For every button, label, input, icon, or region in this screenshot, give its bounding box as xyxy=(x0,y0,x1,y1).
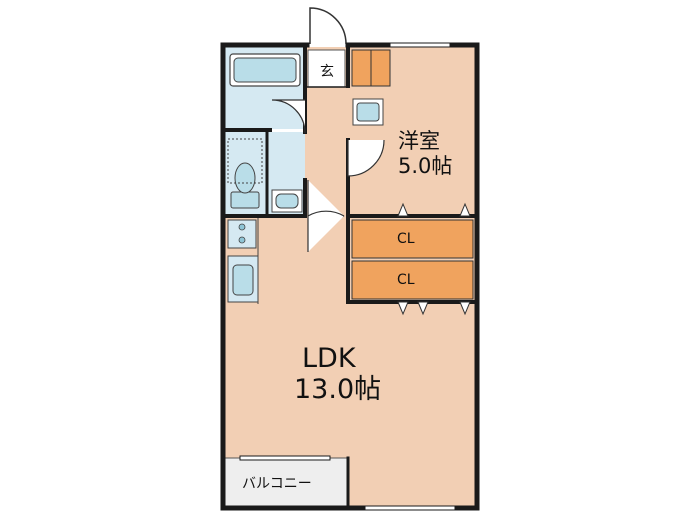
stove-icon xyxy=(227,219,257,249)
ldk-name: LDK xyxy=(302,343,356,374)
western-room-door-swing xyxy=(347,139,385,177)
closet-door-mark xyxy=(397,301,409,316)
washbasin-icon xyxy=(271,189,303,213)
closet-door-mark xyxy=(397,202,409,217)
western-room-size: 5.0帖 xyxy=(398,154,453,178)
closet-door-mark xyxy=(459,301,471,316)
window-bottom xyxy=(364,505,456,511)
refrigerator-icon xyxy=(227,138,263,184)
bathroom-door-swing xyxy=(271,99,306,134)
closet-lower-label: CL xyxy=(397,272,415,288)
ldk-size: 13.0帖 xyxy=(294,374,382,405)
closet-lower xyxy=(351,260,474,300)
closet-door-mark xyxy=(459,202,471,217)
window-top xyxy=(389,42,451,48)
genkan-floor xyxy=(307,49,346,88)
balcony-label: バルコニー xyxy=(242,476,312,492)
kitchen-sink-icon xyxy=(227,255,259,303)
window-balcony xyxy=(239,455,331,461)
washing-machine-icon xyxy=(352,98,384,126)
ldk-door-lower-swing xyxy=(307,210,345,252)
entrance-door-swing xyxy=(309,7,347,45)
western-room-name: 洋室 xyxy=(398,129,440,153)
closet-upper xyxy=(351,219,474,259)
bathtub-icon xyxy=(229,53,301,87)
closet-upper-label: CL xyxy=(397,231,415,247)
toilet-icon xyxy=(230,162,260,209)
closet-door-mark xyxy=(417,301,429,316)
genkan-label: 玄 xyxy=(320,64,334,80)
